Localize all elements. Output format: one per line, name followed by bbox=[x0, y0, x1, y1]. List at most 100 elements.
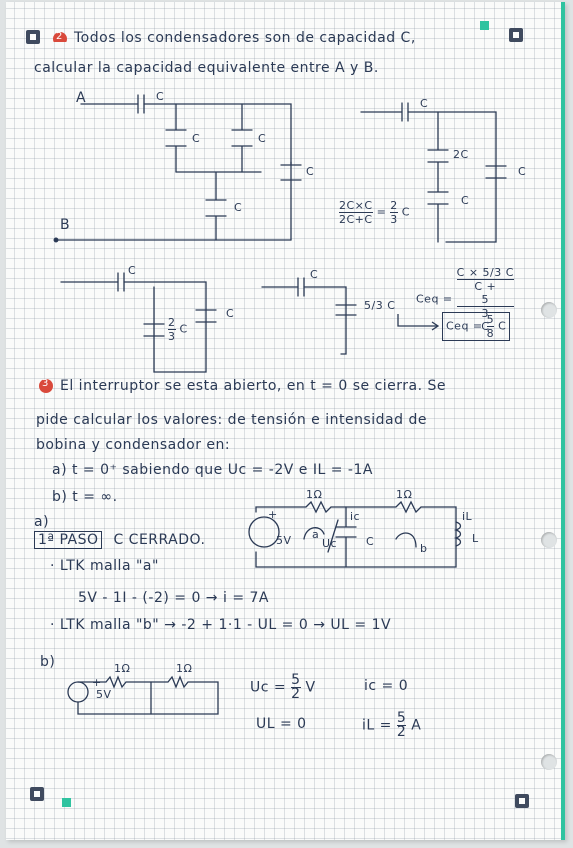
c-label-3: C bbox=[366, 535, 375, 548]
closed-label: C CERRADO. bbox=[113, 532, 206, 548]
ceq-den-a: C + bbox=[474, 280, 497, 293]
label-b: B bbox=[60, 217, 71, 233]
il-label: iL bbox=[462, 510, 473, 523]
step1-box: 1ª PASO bbox=[34, 531, 103, 549]
r2-label: 1Ω bbox=[396, 488, 413, 501]
uc-label: Uc bbox=[322, 537, 338, 550]
problem3-line1: El interruptor se esta abierto, en t = 0… bbox=[60, 378, 447, 394]
mesh-b-label: b bbox=[420, 542, 428, 555]
calc-den: 2C+C bbox=[339, 213, 373, 226]
problem2-line1: Todos los condensadores son de capacidad… bbox=[74, 30, 416, 46]
calc-num: 2C×C bbox=[339, 199, 373, 213]
frac-2-3-num: 2 bbox=[168, 316, 176, 330]
frac-2-3-den: 3 bbox=[168, 330, 176, 343]
problem3-number: 3 bbox=[42, 378, 49, 389]
label-5-3-c: 5/3 C bbox=[364, 299, 396, 312]
r2b-label: 1Ω bbox=[176, 662, 193, 675]
source-5v-b: 5V bbox=[96, 688, 112, 701]
source-plus-a: + bbox=[268, 508, 278, 521]
problem3-badge bbox=[39, 379, 53, 393]
circuit-3 bbox=[60, 272, 217, 373]
calc-eq: = bbox=[376, 205, 387, 219]
corner-marker-bottom-left bbox=[30, 787, 44, 801]
label-c4: C bbox=[234, 201, 243, 214]
r1b-label: 1Ω bbox=[114, 662, 131, 675]
uc-res-label: Uc = bbox=[250, 679, 287, 696]
circuit-4 bbox=[261, 277, 357, 355]
circuit-drawings bbox=[53, 94, 507, 715]
label-a: A bbox=[76, 90, 87, 106]
problem3-item-b: b) t = ∞. bbox=[52, 489, 118, 505]
part-b-label: b) bbox=[40, 654, 56, 670]
il-res-label: iL = bbox=[362, 717, 392, 734]
circuit-6 bbox=[67, 675, 219, 715]
problem2-line2: calcular la capacidad equivalente entre … bbox=[34, 60, 379, 76]
il-res-unit: A bbox=[411, 717, 422, 734]
label-2c: 2C bbox=[453, 148, 469, 161]
ul-result: UL = 0 bbox=[256, 716, 307, 732]
ceq-den-unit: C bbox=[481, 320, 490, 333]
label-c-series: C bbox=[156, 90, 165, 103]
label-c-series-3: C bbox=[128, 264, 137, 277]
teal-square-right bbox=[480, 21, 489, 30]
punch-hole-3 bbox=[541, 754, 557, 770]
ic-result: ic = 0 bbox=[364, 678, 409, 694]
corner-marker-top-left bbox=[26, 30, 40, 44]
ceq-num: C × 5/3 C bbox=[456, 266, 514, 280]
final-den: 8 bbox=[486, 327, 495, 340]
il-res-den: 2 bbox=[396, 724, 407, 740]
label-c3: C bbox=[306, 165, 315, 178]
problem2-badge bbox=[53, 32, 67, 42]
uc-res-den: 2 bbox=[291, 686, 301, 702]
final-unit: C bbox=[498, 319, 507, 333]
ceq-den-num: 5 bbox=[456, 293, 514, 307]
il-res-num: 5 bbox=[396, 710, 407, 726]
frac-2-3-unit: C bbox=[179, 322, 188, 336]
r1-label: 1Ω bbox=[306, 488, 323, 501]
label-c1: C bbox=[192, 132, 201, 145]
calc-res-unit: C bbox=[401, 205, 410, 219]
teal-square-left bbox=[62, 798, 71, 807]
problem2-number: 2 bbox=[56, 31, 63, 42]
calc-res-den: 3 bbox=[390, 213, 398, 226]
label-c7: C bbox=[226, 307, 235, 320]
label-c-series-2: C bbox=[420, 97, 429, 110]
mesh-a-label: a bbox=[312, 528, 320, 541]
final-label: Ceq = bbox=[446, 319, 483, 333]
source-5v-a: 5V bbox=[276, 534, 292, 547]
step1-label: 1ª PASO C CERRADO. bbox=[34, 531, 206, 549]
label-c5: C bbox=[518, 165, 527, 178]
ic-label: ic bbox=[350, 510, 361, 523]
label-c2: C bbox=[258, 132, 267, 145]
problem3-item-a: a) t = 0⁺ sabiendo que Uc = -2V e IL = -… bbox=[52, 462, 373, 478]
problem3-line2: pide calcular los valores: de tensión e … bbox=[36, 412, 427, 428]
uc-res-unit: V bbox=[305, 679, 316, 696]
circuit-5 bbox=[248, 500, 462, 568]
label-c6: C bbox=[461, 194, 470, 207]
corner-marker-top-right bbox=[509, 28, 523, 42]
label-c-series-4: C bbox=[310, 268, 319, 281]
result-arrow bbox=[397, 314, 440, 331]
uc-res-num: 5 bbox=[291, 672, 301, 688]
notebook-page: 2 Todos los condensadores son de capacid… bbox=[6, 2, 565, 840]
ceq-label: Ceq = bbox=[416, 292, 453, 306]
ltk-a-label: · LTK malla "a" bbox=[50, 558, 159, 574]
ceq-den-den: 3 bbox=[481, 307, 490, 320]
problem3-line3: bobina y condensador en: bbox=[36, 437, 231, 453]
punch-hole-2 bbox=[541, 532, 557, 548]
equation-1: 5V - 1I - (-2) = 0 → i = 7A bbox=[78, 590, 269, 606]
final-num: 5 bbox=[486, 313, 495, 327]
punch-hole-1 bbox=[541, 302, 557, 318]
circuit-2 bbox=[360, 102, 507, 243]
equation-2: · LTK malla "b" → -2 + 1·1 - UL = 0 → UL… bbox=[50, 617, 392, 633]
circuit-1 bbox=[53, 94, 302, 243]
part-a-label: a) bbox=[34, 514, 50, 530]
source-plus-b: + bbox=[92, 676, 102, 689]
calc-res-num: 2 bbox=[390, 199, 398, 213]
